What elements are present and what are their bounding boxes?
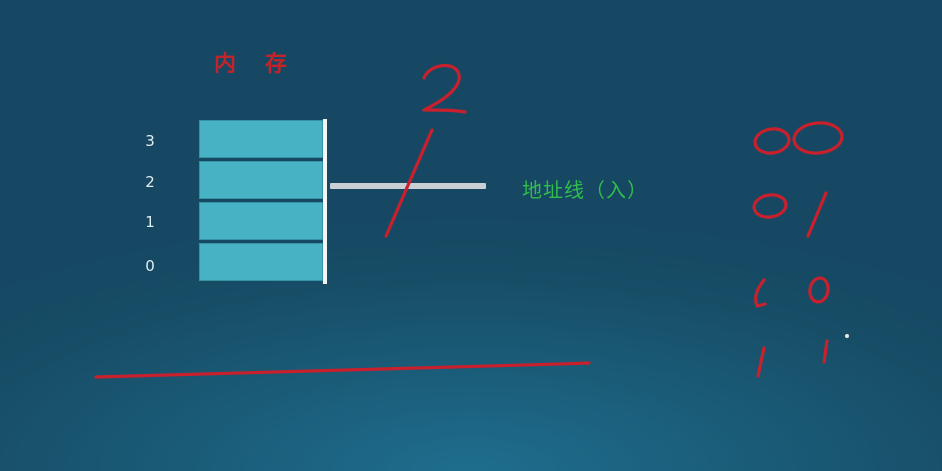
bus-width-digit-2 xyxy=(422,64,467,114)
binary-row-10-digit-1 xyxy=(754,278,767,308)
address-bus-label: 地址线（入） xyxy=(522,178,648,202)
address-label-2: 2 xyxy=(145,173,155,191)
memory-title-char-1: 内 xyxy=(214,51,238,77)
memory-cell-2 xyxy=(199,161,323,199)
binary-row-01-digit-2 xyxy=(806,191,828,238)
address-label-0: 0 xyxy=(145,257,155,275)
binary-row-10-digit-2 xyxy=(808,276,830,304)
memory-title-char-2: 存 xyxy=(265,51,289,77)
memory-cell-1 xyxy=(199,202,323,240)
address-label-3: 3 xyxy=(145,132,155,150)
binary-row-11-digit-1 xyxy=(756,346,766,378)
memory-edge-bar xyxy=(323,119,327,284)
address-label-1: 1 xyxy=(145,213,155,231)
underline-stroke xyxy=(94,361,591,379)
binary-row-00-digit-1 xyxy=(753,127,791,155)
binary-row-01-digit-1 xyxy=(752,193,788,219)
binary-row-00-digit-2 xyxy=(792,121,844,155)
address-bus-line xyxy=(330,183,486,189)
binary-row-11-digit-2 xyxy=(822,339,829,364)
memory-cell-0 xyxy=(199,243,323,281)
stray-dot xyxy=(845,334,849,338)
memory-title: 内存 xyxy=(214,46,288,78)
memory-cell-3 xyxy=(199,120,323,158)
